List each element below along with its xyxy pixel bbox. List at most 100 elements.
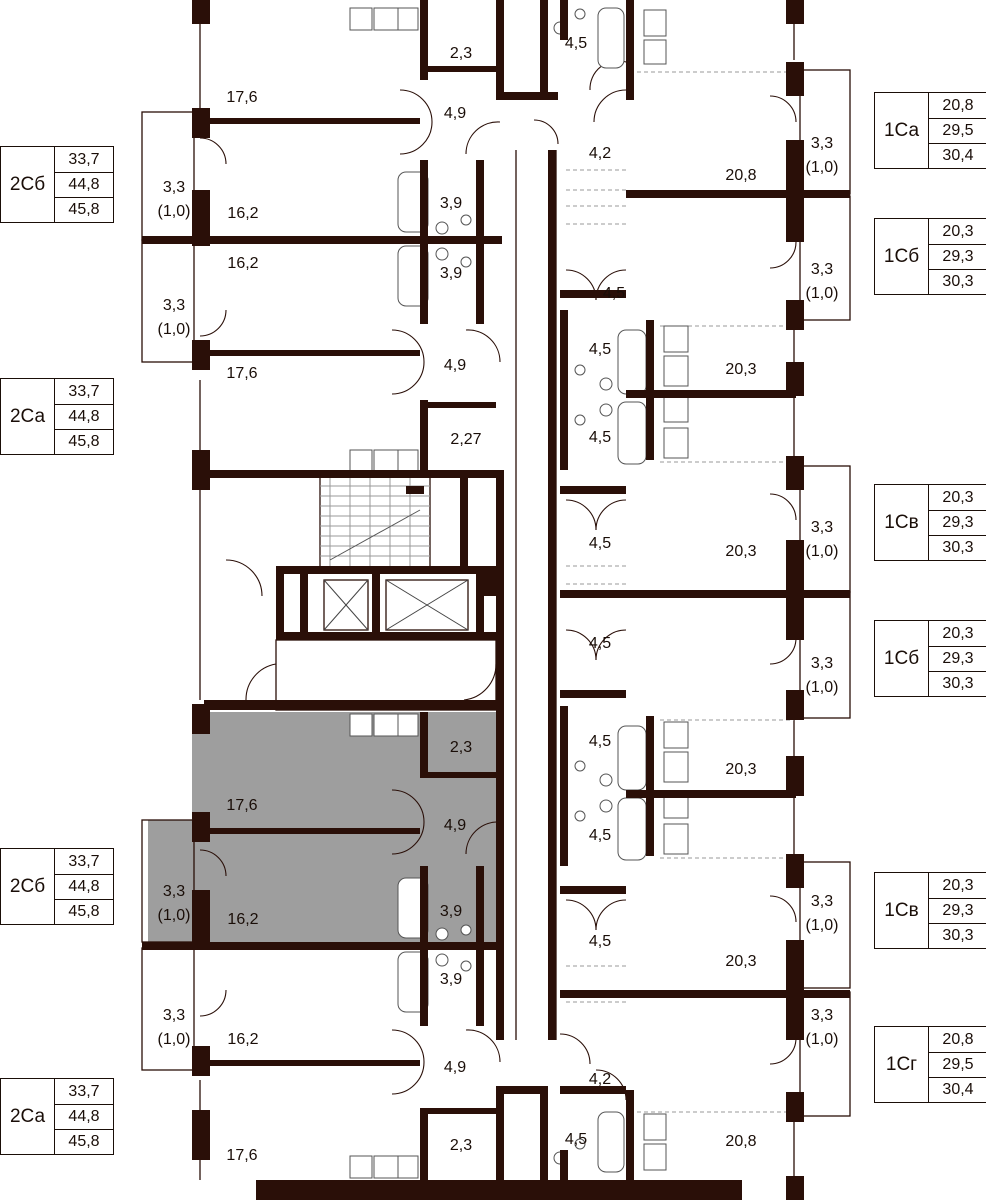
room-area-label: 20,3: [725, 361, 757, 378]
apartment-legend-2sb-top: 2Сб 33,7 44,8 45,8: [0, 146, 114, 223]
room-area-label: 17,6: [226, 1147, 258, 1164]
living-area: 20,3: [942, 624, 974, 642]
living-area: 20,3: [942, 488, 974, 506]
apartment-legend-1sb-bottom: 1Сб 20,3 29,3 30,3: [874, 620, 986, 697]
total-area-with-balcony: 45,8: [55, 429, 113, 454]
room-area-label: 4,9: [443, 105, 467, 122]
apartment-legend-1sv-bottom: 1Св 20,3 29,3 30,3: [874, 872, 986, 949]
apartment-legend-1sg: 1Сг 20,8 29,5 30,4: [874, 1026, 986, 1103]
room-area-label: 3,9: [439, 971, 463, 988]
living-area: 33,7: [68, 852, 100, 870]
living-area: 33,7: [68, 382, 100, 400]
apartment-code: 2Сб: [1, 849, 55, 924]
apartment-legend-2sb-bottom: 2Сб 33,7 44,8 45,8: [0, 848, 114, 925]
total-area-with-balcony: 30,3: [929, 535, 986, 560]
room-area-label: 3,9: [439, 903, 463, 920]
room-area-label: 4,5: [588, 535, 612, 552]
apartment-code: 1Сб: [875, 219, 929, 294]
total-area-with-balcony: 45,8: [55, 1129, 113, 1154]
room-area-label: (1,0): [805, 1031, 839, 1048]
room-area-label: (1,0): [805, 917, 839, 934]
room-area-label: 4,5: [588, 635, 612, 652]
room-area-label: 4,5: [564, 1131, 588, 1148]
apartment-legend-2sa-bottom: 2Са 33,7 44,8 45,8: [0, 1078, 114, 1155]
room-area-label: (1,0): [805, 543, 839, 560]
apartment-code: 2Са: [1, 1079, 55, 1154]
room-area-label: 2,3: [449, 739, 473, 756]
room-area-label: (1,0): [805, 679, 839, 696]
room-area-label: (1,0): [157, 203, 191, 220]
total-area: 29,5: [929, 118, 986, 143]
total-area-with-balcony: 30,3: [929, 923, 986, 948]
room-area-label: (1,0): [157, 321, 191, 338]
apartment-code: 1Св: [875, 873, 929, 948]
living-area: 20,8: [942, 1030, 974, 1048]
door-swings: [199, 60, 797, 1101]
room-area-label: 4,5: [588, 733, 612, 750]
living-area: 20,8: [942, 96, 974, 114]
room-area-label: 3,3: [162, 1007, 186, 1024]
total-area: 44,8: [55, 1104, 113, 1129]
room-area-label: 20,3: [725, 761, 757, 778]
apartment-legend-1sa: 1Са 20,8 29,5 30,4: [874, 92, 986, 169]
room-area-label: 4,5: [588, 827, 612, 844]
room-area-label: 4,5: [588, 429, 612, 446]
elevators: [323, 579, 469, 631]
room-area-label: 4,9: [443, 357, 467, 374]
room-area-label: 3,3: [810, 893, 834, 910]
total-area-with-balcony: 30,3: [929, 269, 986, 294]
room-area-label: 3,3: [162, 883, 186, 900]
room-area-label: 2,27: [450, 431, 482, 448]
room-area-label: (1,0): [157, 1031, 191, 1048]
room-area-label: 16,2: [227, 911, 259, 928]
room-area-label: 3,9: [439, 195, 463, 212]
room-area-label: 3,9: [439, 265, 463, 282]
room-area-label: 20,3: [725, 953, 757, 970]
total-area-with-balcony: 45,8: [55, 197, 113, 222]
room-area-label: 2,3: [449, 45, 473, 62]
total-area-with-balcony: 30,4: [929, 1077, 986, 1102]
room-area-label: 4,2: [588, 145, 612, 162]
living-area: 33,7: [68, 1082, 100, 1100]
room-area-label: 3,3: [810, 519, 834, 536]
room-area-label: 20,8: [725, 167, 757, 184]
room-area-label: 20,8: [725, 1133, 757, 1150]
room-area-label: 3,3: [810, 655, 834, 672]
room-area-label: 3,3: [810, 261, 834, 278]
room-area-label: 3,3: [810, 1007, 834, 1024]
apartment-code: 2Сб: [1, 147, 55, 222]
living-area: 33,7: [68, 150, 100, 168]
total-area-with-balcony: 30,3: [929, 671, 986, 696]
apartment-code: 1Сб: [875, 621, 929, 696]
apartment-code: 2Са: [1, 379, 55, 454]
room-area-label: 16,2: [227, 1031, 259, 1048]
room-area-label: 3,3: [810, 135, 834, 152]
total-area: 44,8: [55, 404, 113, 429]
room-area-label: 3,3: [162, 297, 186, 314]
total-area: 29,3: [929, 898, 986, 923]
room-area-label: 4,9: [443, 817, 467, 834]
total-area: 44,8: [55, 874, 113, 899]
room-area-label: 4,5: [588, 341, 612, 358]
apartment-legend-2sa-top: 2Са 33,7 44,8 45,8: [0, 378, 114, 455]
total-area-with-balcony: 45,8: [55, 899, 113, 924]
total-area: 29,3: [929, 244, 986, 269]
room-area-label: 4,5: [564, 35, 588, 52]
room-area-label: 4,5: [588, 933, 612, 950]
total-area: 29,5: [929, 1052, 986, 1077]
total-area: 44,8: [55, 172, 113, 197]
room-area-label: 17,6: [226, 797, 258, 814]
room-area-label: 4,2: [588, 1071, 612, 1088]
room-area-label: 2,3: [449, 1137, 473, 1154]
kitchen-fixtures: [349, 7, 689, 1179]
walls: [142, 0, 850, 1200]
apartment-code: 1Св: [875, 485, 929, 560]
apartment-code: 1Сг: [875, 1027, 929, 1102]
total-area: 29,3: [929, 510, 986, 535]
living-area: 20,3: [942, 222, 974, 240]
room-area-label: 4,9: [443, 1059, 467, 1076]
room-area-label: (1,0): [805, 159, 839, 176]
room-area-label: 16,2: [227, 255, 259, 272]
room-area-label: 4,5: [602, 285, 626, 302]
